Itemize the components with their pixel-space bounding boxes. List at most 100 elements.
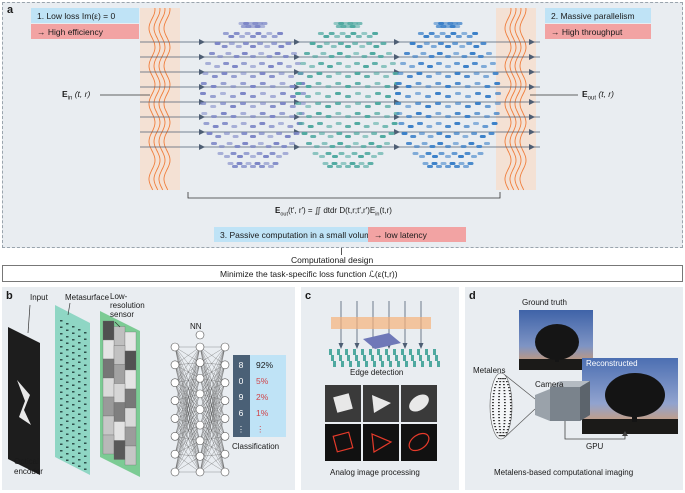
lens1-pillar bbox=[250, 55, 256, 58]
ray-arrowhead bbox=[529, 144, 535, 150]
lens3-pillar bbox=[405, 95, 411, 98]
lens2-pillar bbox=[329, 145, 336, 148]
digit-label: 8 bbox=[239, 360, 244, 370]
edge-pillar bbox=[387, 355, 390, 361]
e-in-label: Ein (t, r) bbox=[62, 89, 90, 102]
lens1-pillar bbox=[237, 155, 243, 158]
metalens-pillar bbox=[494, 426, 497, 428]
lens2-pillar bbox=[326, 75, 332, 78]
nn-connection bbox=[199, 382, 226, 426]
nn-node bbox=[170, 449, 180, 459]
metalens-pillar bbox=[498, 426, 501, 428]
nn-node bbox=[220, 396, 230, 405]
lens2-pillar bbox=[355, 35, 362, 38]
metasurface-pointer bbox=[67, 302, 71, 316]
output-wave-line bbox=[519, 7, 527, 191]
lens1-pillar bbox=[217, 55, 224, 58]
nn-connection bbox=[174, 400, 201, 426]
lens1-pillar bbox=[259, 165, 265, 168]
meta-pillar bbox=[78, 368, 81, 370]
nn-node bbox=[170, 342, 180, 352]
nn-connection bbox=[199, 418, 226, 441]
lens2-pillar bbox=[295, 82, 302, 85]
lens2-pillar bbox=[335, 72, 342, 75]
lens3-pillar bbox=[440, 25, 447, 28]
lens1-pillar bbox=[254, 162, 261, 165]
lens1-pillar bbox=[240, 92, 246, 95]
edge-pillar bbox=[345, 349, 348, 355]
nn-connection bbox=[199, 393, 226, 455]
lens3-pillar bbox=[419, 155, 425, 158]
lens3-pillar bbox=[495, 92, 501, 95]
lens2-pillar bbox=[313, 145, 320, 148]
lens2-pillar bbox=[345, 165, 351, 168]
camera-label: Camera bbox=[535, 380, 564, 389]
nn-connection bbox=[174, 393, 201, 455]
lens2-pillar bbox=[392, 72, 399, 75]
lens3-pillar bbox=[466, 42, 473, 45]
lens2-pillar bbox=[328, 55, 335, 58]
lens1-pillar bbox=[254, 25, 261, 28]
meta-pillar bbox=[84, 351, 87, 353]
lens2-pillar bbox=[309, 65, 316, 68]
lens2-pillar bbox=[322, 162, 329, 165]
metalens-label: Metalens bbox=[473, 366, 506, 375]
lens3-pillar bbox=[465, 95, 471, 98]
nn-node bbox=[170, 414, 180, 423]
lens3-pillar bbox=[407, 125, 414, 128]
lens3-pillar bbox=[484, 105, 491, 108]
lens3-pillar bbox=[445, 165, 451, 168]
lens1-pillar bbox=[273, 142, 280, 145]
nn-connection bbox=[174, 364, 201, 441]
nn-node bbox=[195, 420, 205, 430]
lens3-pillar bbox=[472, 32, 479, 35]
nn-node bbox=[220, 449, 230, 459]
lens2-pillar bbox=[333, 22, 340, 25]
metalens-pillar bbox=[503, 435, 506, 437]
lens2-pillar bbox=[376, 145, 383, 148]
metasurface-lens-3 bbox=[395, 22, 501, 168]
lens2-pillar bbox=[338, 152, 345, 155]
metalens-pillar bbox=[492, 396, 495, 398]
nn-connection bbox=[174, 424, 201, 437]
meta-pillar bbox=[72, 391, 75, 393]
nn-connection bbox=[174, 378, 201, 455]
sensor-pixel bbox=[124, 445, 137, 466]
lens1-pillar bbox=[259, 25, 266, 28]
probability-label: ⋮ bbox=[256, 424, 265, 434]
meta-pillar bbox=[78, 381, 81, 383]
lens1-pillar bbox=[240, 72, 247, 75]
meta-pillar bbox=[60, 424, 63, 426]
sensor-pixel bbox=[124, 369, 137, 390]
output-wave-line bbox=[509, 7, 517, 191]
lens1-pillar bbox=[269, 152, 276, 155]
lens3-pillar bbox=[458, 155, 464, 158]
edge-pillar bbox=[369, 349, 372, 355]
meta-pillar bbox=[84, 377, 87, 379]
lens1-pillar bbox=[258, 132, 265, 135]
lens3-pillar bbox=[421, 142, 428, 145]
nn-connection bbox=[174, 400, 201, 457]
sensor-pixel bbox=[113, 402, 126, 422]
nn-connection bbox=[174, 400, 201, 410]
lens1-pillar bbox=[276, 132, 283, 135]
lens2-pillar bbox=[384, 105, 391, 108]
lens2-pillar bbox=[355, 102, 361, 105]
nn-connection bbox=[174, 393, 201, 437]
metalens-pillar bbox=[492, 411, 494, 413]
lens3-pillar bbox=[397, 72, 404, 75]
lens3-pillar bbox=[396, 112, 403, 115]
lens2-pillar bbox=[339, 32, 346, 35]
meta-pillar bbox=[60, 430, 63, 432]
lens3-pillar bbox=[461, 32, 468, 35]
meta-pillar bbox=[66, 381, 69, 383]
edge-tile bbox=[363, 424, 399, 461]
meta-pillar bbox=[78, 355, 81, 357]
sensor-pixel bbox=[102, 358, 115, 379]
edge-ray-arrowhead bbox=[354, 343, 360, 349]
metalens-pillar bbox=[493, 420, 495, 422]
edge-square bbox=[332, 431, 354, 453]
lens2-pillar bbox=[340, 25, 347, 28]
lens1-pillar bbox=[289, 105, 296, 108]
nn-connection bbox=[199, 362, 226, 383]
